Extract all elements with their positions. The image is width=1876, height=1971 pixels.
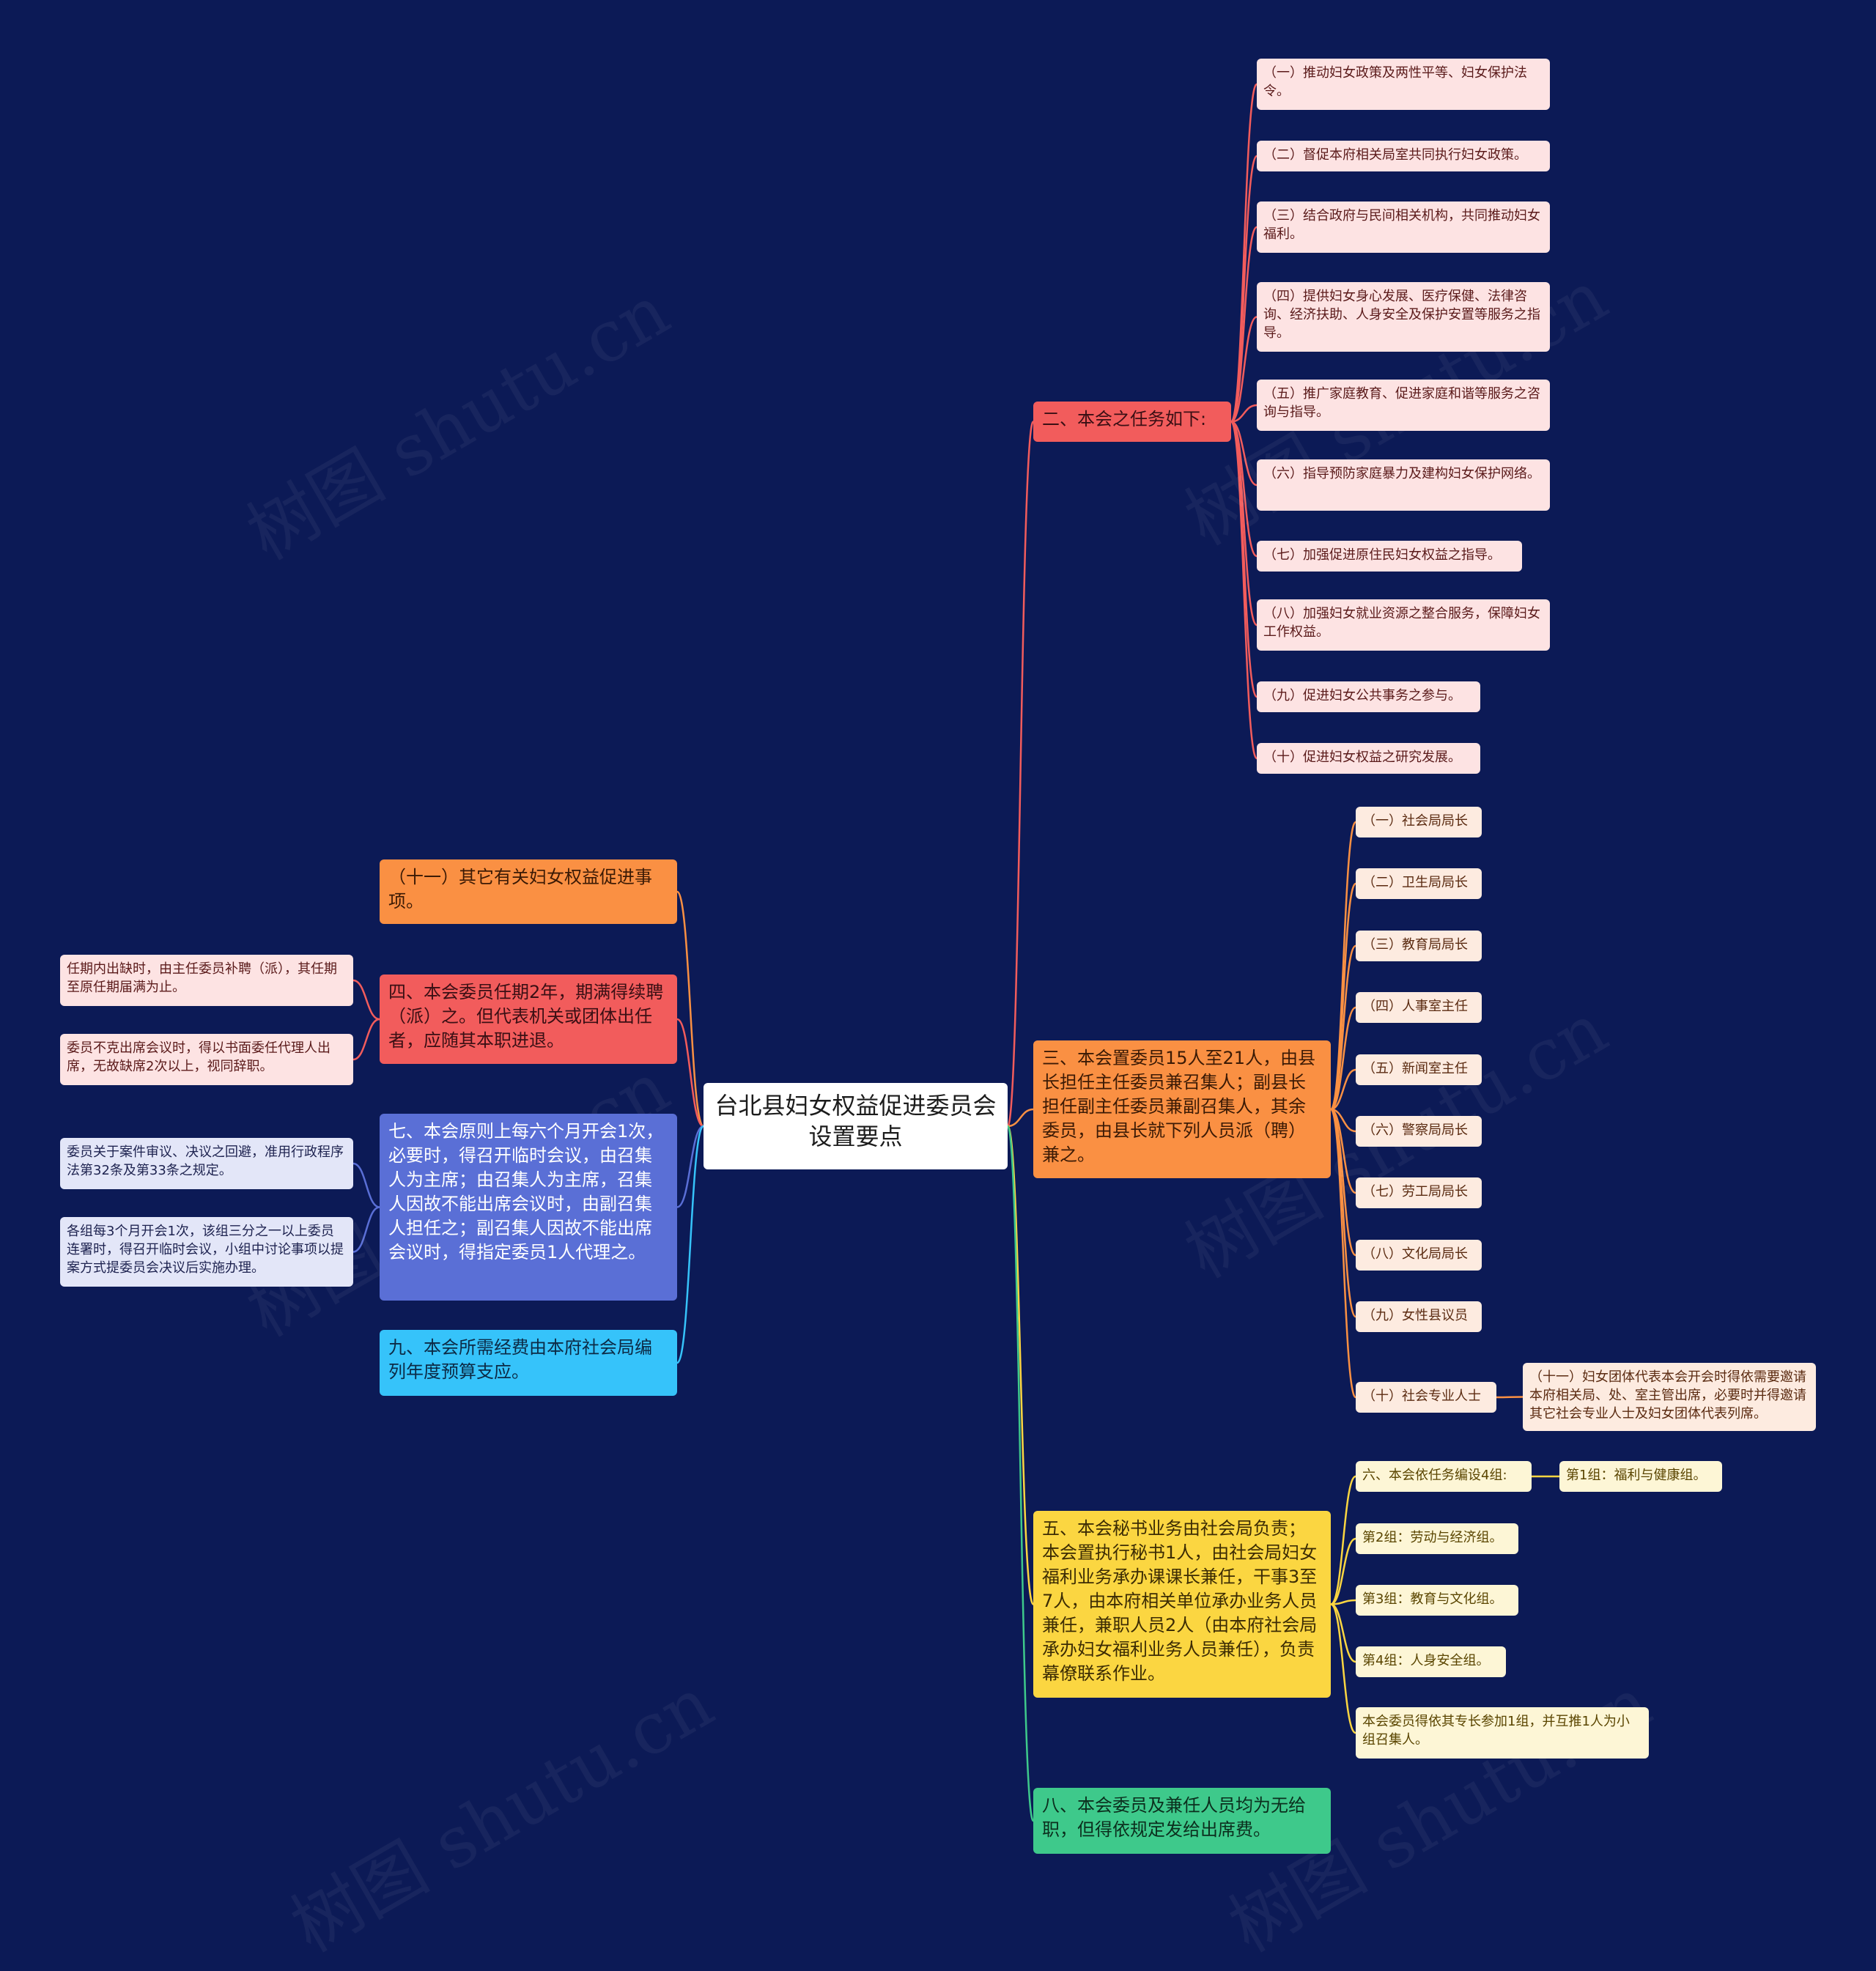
connector-line [1230, 421, 1258, 487]
meeting-item[interactable]: 各组每3个月开会1次，该组三分之一以上委员连署时，得召开临时会议，小组中讨论事项… [60, 1217, 353, 1287]
connector-line [1330, 1603, 1356, 1663]
task-item[interactable]: （一）推动妇女政策及两性平等、妇女保护法令。 [1257, 59, 1550, 110]
group-item[interactable]: 第4组：人身安全组。 [1356, 1646, 1506, 1677]
connector-line [1007, 1108, 1034, 1128]
connector-line [352, 979, 380, 1021]
member-item[interactable]: （二）卫生局局长 [1356, 868, 1482, 899]
connector-line [1230, 316, 1258, 423]
task-item[interactable]: （六）指导预防家庭暴力及建构妇女保护网络。 [1257, 459, 1550, 511]
member-item[interactable]: （七）劳工局局长 [1356, 1177, 1482, 1208]
group-item[interactable]: 六、本会依任务编设4组: [1356, 1461, 1532, 1492]
topic-meeting[interactable]: 七、本会原则上每六个月开会1次，必要时，得召开临时会议，由召集人为主席；由召集人… [380, 1114, 677, 1301]
connector-line [352, 1162, 380, 1208]
connector-line [352, 1206, 380, 1253]
member-item[interactable]: （十）社会专业人士 [1356, 1382, 1496, 1413]
connector-line [676, 1125, 705, 1364]
connector-line [1230, 155, 1258, 423]
connector-line [676, 1125, 704, 1208]
connector-line [1330, 1603, 1356, 1734]
connector-line [1329, 944, 1357, 1111]
connector-line [1329, 1108, 1357, 1399]
topic-members[interactable]: 三、本会置委员15人至21人，由县长担任主任委员兼召集人；副县长担任副主任委员兼… [1033, 1040, 1331, 1178]
member-item[interactable]: （九）女性县议员 [1356, 1301, 1482, 1332]
connector-line [352, 1018, 380, 1061]
connector-line [1329, 882, 1357, 1111]
member-item[interactable]: （八）文化局局长 [1356, 1240, 1482, 1271]
task-item[interactable]: （七）加强促进原住民妇女权益之指导。 [1257, 541, 1522, 572]
task-item[interactable]: （二）督促本府相关局室共同执行妇女政策。 [1257, 141, 1550, 171]
topic-tasks[interactable]: 二、本会之任务如下: [1033, 402, 1231, 442]
member-item[interactable]: （六）警察局局长 [1356, 1116, 1482, 1147]
connector-lines [352, 83, 1559, 1822]
connector-line [1329, 821, 1357, 1111]
connector-line [1330, 1006, 1356, 1111]
group-1-item[interactable]: 第1组：福利与健康组。 [1559, 1461, 1722, 1492]
connector-line [676, 1018, 704, 1128]
connector-line [1006, 1125, 1035, 1605]
connector-line [1330, 1475, 1356, 1605]
topic-secretary[interactable]: 五、本会秘书业务由社会局负责；本会置执行秘书1人，由社会局妇女福利业务承办课课长… [1033, 1511, 1331, 1698]
member-extra-item[interactable]: （十一）妇女团体代表本会开会时得依需要邀请本府相关局、处、室主管出席，必要时并得… [1523, 1363, 1816, 1431]
topic-term[interactable]: 四、本会委员任期2年，期满得续聘（派）之。但代表机关或团体出任者，应随其本职进退… [380, 975, 677, 1064]
connector-line [1230, 226, 1258, 423]
task-item[interactable]: （十）促进妇女权益之研究发展。 [1257, 743, 1480, 774]
task-item[interactable]: （五）推广家庭教育、促进家庭和谐等服务之咨询与指导。 [1257, 380, 1550, 431]
connector-line [1006, 421, 1035, 1128]
connector-line [1230, 404, 1258, 423]
task-item[interactable]: （四）提供妇女身心发展、医疗保健、法律咨询、经济扶助、人身安全及保护安置等服务之… [1257, 282, 1550, 352]
topic-other[interactable]: （十一）其它有关妇女权益促进事项。 [380, 859, 677, 924]
connector-line [1330, 1537, 1356, 1605]
connector-line [1006, 1125, 1035, 1822]
member-item[interactable]: （一）社会局局长 [1356, 807, 1482, 837]
member-item[interactable]: （三）教育局局长 [1356, 931, 1482, 961]
connector-line [1496, 1396, 1524, 1399]
task-item[interactable]: （九）促进妇女公共事务之参与。 [1257, 681, 1480, 712]
meeting-item[interactable]: 委员关于案件审议、决议之回避，准用行政程序法第32条及第33条之规定。 [60, 1138, 353, 1189]
term-item[interactable]: 委员不克出席会议时，得以书面委任代理人出席，无故缺席2次以上，视同辞职。 [60, 1034, 353, 1085]
group-item[interactable]: 第3组：教育与文化组。 [1356, 1585, 1518, 1616]
member-item[interactable]: （五）新闻室主任 [1356, 1054, 1482, 1085]
root-topic[interactable]: 台北县妇女权益促进委员会设置要点 [704, 1083, 1008, 1169]
connector-line [676, 890, 705, 1128]
task-item[interactable]: （八）加强妇女就业资源之整合服务，保障妇女工作权益。 [1257, 599, 1550, 651]
connector-line [1330, 1068, 1356, 1111]
topic-budget[interactable]: 九、本会所需经费由本府社会局编列年度预算支应。 [380, 1330, 677, 1396]
member-item[interactable]: （四）人事室主任 [1356, 992, 1482, 1023]
group-item[interactable]: 本会委员得依其专长参加1组，并互推1人为小组召集人。 [1356, 1707, 1649, 1759]
term-item[interactable]: 任期内出缺时，由主任委员补聘（派），其任期至原任期届满为止。 [60, 955, 353, 1006]
topic-unpaid[interactable]: 八、本会委员及兼任人员均为无给职，但得依规定发给出席费。 [1033, 1788, 1331, 1854]
group-item[interactable]: 第2组：劳动与经济组。 [1356, 1523, 1518, 1554]
task-item[interactable]: （三）结合政府与民间相关机构，共同推动妇女福利。 [1257, 201, 1550, 253]
connector-line [1330, 1599, 1356, 1605]
connector-line [1230, 421, 1258, 760]
